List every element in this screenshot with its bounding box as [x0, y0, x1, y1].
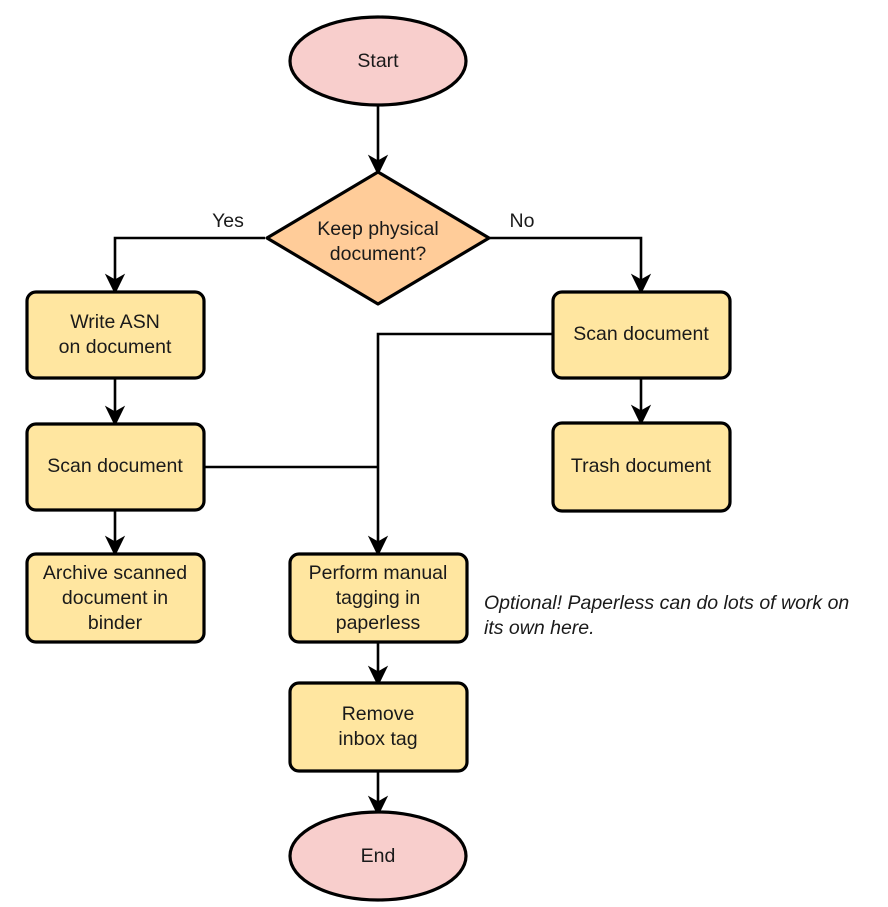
node-decision-label-line1: Keep physical — [317, 218, 438, 240]
node-tagging-label-line2: tagging in — [336, 587, 421, 609]
node-write-asn-on-document[interactable]: Write ASN on document — [25, 290, 206, 380]
node-scan-document-left[interactable]: Scan document — [25, 422, 206, 512]
node-decision-label-line2: document? — [330, 243, 427, 265]
scan-document-left-box-shape — [25, 422, 206, 512]
node-tagging-label-line3: paperless — [336, 612, 421, 634]
archive-box-shape — [25, 552, 206, 644]
write-asn-box-shape — [25, 290, 206, 380]
annotation-line-1: Optional! Paperless can do lots of work … — [484, 592, 849, 614]
node-trash-document[interactable]: Trash document — [551, 421, 732, 513]
node-start[interactable]: Start — [288, 15, 468, 107]
edge-label-yes: Yes — [212, 210, 244, 232]
edge-label-no: No — [510, 210, 535, 232]
node-start-label: Start — [357, 50, 399, 72]
node-scan-document-left-label: Scan document — [47, 455, 183, 477]
decision-diamond-shape — [265, 170, 491, 306]
node-trash-document-label: Trash document — [571, 455, 712, 477]
node-scan-document-right[interactable]: Scan document — [551, 290, 732, 380]
node-archive-label-line3: binder — [88, 612, 143, 634]
node-end[interactable]: End — [288, 810, 468, 902]
edge-decision-to-write-asn — [104, 236, 265, 295]
tagging-box-shape — [288, 552, 469, 644]
trash-document-box-shape — [551, 421, 732, 513]
node-remove-inbox-label-line1: Remove — [342, 703, 415, 725]
node-scan-document-right-label: Scan document — [573, 323, 709, 345]
node-perform-manual-tagging[interactable]: Perform manual tagging in paperless — [288, 552, 469, 644]
annotation-optional-note: Optional! Paperless can do lots of work … — [484, 592, 849, 639]
node-archive-scanned-document[interactable]: Archive scanned document in binder — [25, 552, 206, 644]
node-decision-keep-physical-document[interactable]: Keep physical document? — [265, 170, 491, 306]
remove-inbox-tag-box-shape — [288, 681, 469, 773]
node-remove-inbox-tag[interactable]: Remove inbox tag — [288, 681, 469, 773]
node-tagging-label-line1: Perform manual — [309, 562, 448, 584]
node-archive-label-line1: Archive scanned — [43, 562, 187, 584]
node-write-asn-label-line2: on document — [59, 336, 172, 358]
start-ellipse-shape — [288, 15, 468, 107]
node-end-label: End — [361, 845, 396, 867]
edge-scan-right-to-tagging — [367, 332, 552, 557]
scan-document-right-box-shape — [551, 290, 732, 380]
end-ellipse-shape — [288, 810, 468, 902]
node-write-asn-label-line1: Write ASN — [70, 311, 160, 333]
node-archive-label-line2: document in — [62, 587, 168, 609]
edge-decision-to-scan-right — [490, 236, 652, 295]
node-remove-inbox-label-line2: inbox tag — [338, 728, 417, 750]
annotation-line-2: its own here. — [484, 617, 595, 639]
